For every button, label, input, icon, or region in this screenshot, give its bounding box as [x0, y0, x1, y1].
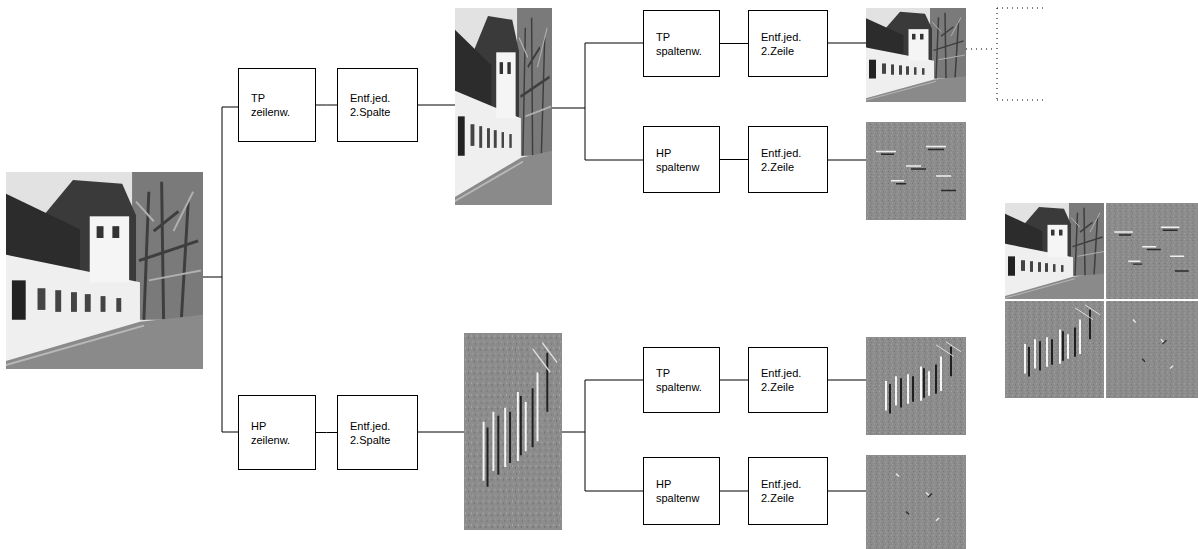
box-label: HP spaltenw — [656, 477, 699, 505]
box-label: HP spaltenw — [656, 146, 699, 174]
downsample-box: Entf.jed. 2.Spalte — [337, 68, 418, 142]
filter-box: TP spaltenw. — [643, 10, 720, 77]
box-label: TP spaltenw. — [656, 366, 702, 394]
connector-line — [720, 43, 748, 44]
downsample-box: Entf.jed. 2.Zeile — [748, 347, 828, 413]
box-label: Entf.jed. 2.Zeile — [761, 146, 801, 174]
box-label: Entf.jed. 2.Spalte — [350, 91, 390, 119]
box-label: TP zeilenw. — [251, 91, 290, 119]
filter-box: TP zeilenw. — [238, 68, 316, 142]
connector-line — [720, 491, 748, 492]
box-label: Entf.jed. 2.Spalte — [350, 419, 390, 447]
connector-line — [316, 105, 337, 106]
downsample-box: Entf.jed. 2.Zeile — [748, 457, 828, 525]
box-label: Entf.jed. 2.Zeile — [761, 30, 801, 58]
connector-line — [720, 159, 748, 160]
filter-box: HP spaltenw — [643, 457, 720, 525]
box-label: Entf.jed. 2.Zeile — [761, 477, 801, 505]
connector-line — [720, 380, 748, 381]
box-label: Entf.jed. 2.Zeile — [761, 366, 801, 394]
box-label: TP spaltenw. — [656, 30, 702, 58]
downsample-box: Entf.jed. 2.Zeile — [748, 126, 828, 193]
filter-box: TP spaltenw. — [643, 347, 720, 413]
box-label: HP zeilenw. — [251, 419, 290, 447]
downsample-box: Entf.jed. 2.Zeile — [748, 10, 828, 77]
filter-box: HP spaltenw — [643, 126, 720, 193]
filter-box: HP zeilenw. — [238, 395, 316, 470]
connector-line — [316, 432, 337, 433]
downsample-box: Entf.jed. 2.Spalte — [337, 395, 418, 470]
